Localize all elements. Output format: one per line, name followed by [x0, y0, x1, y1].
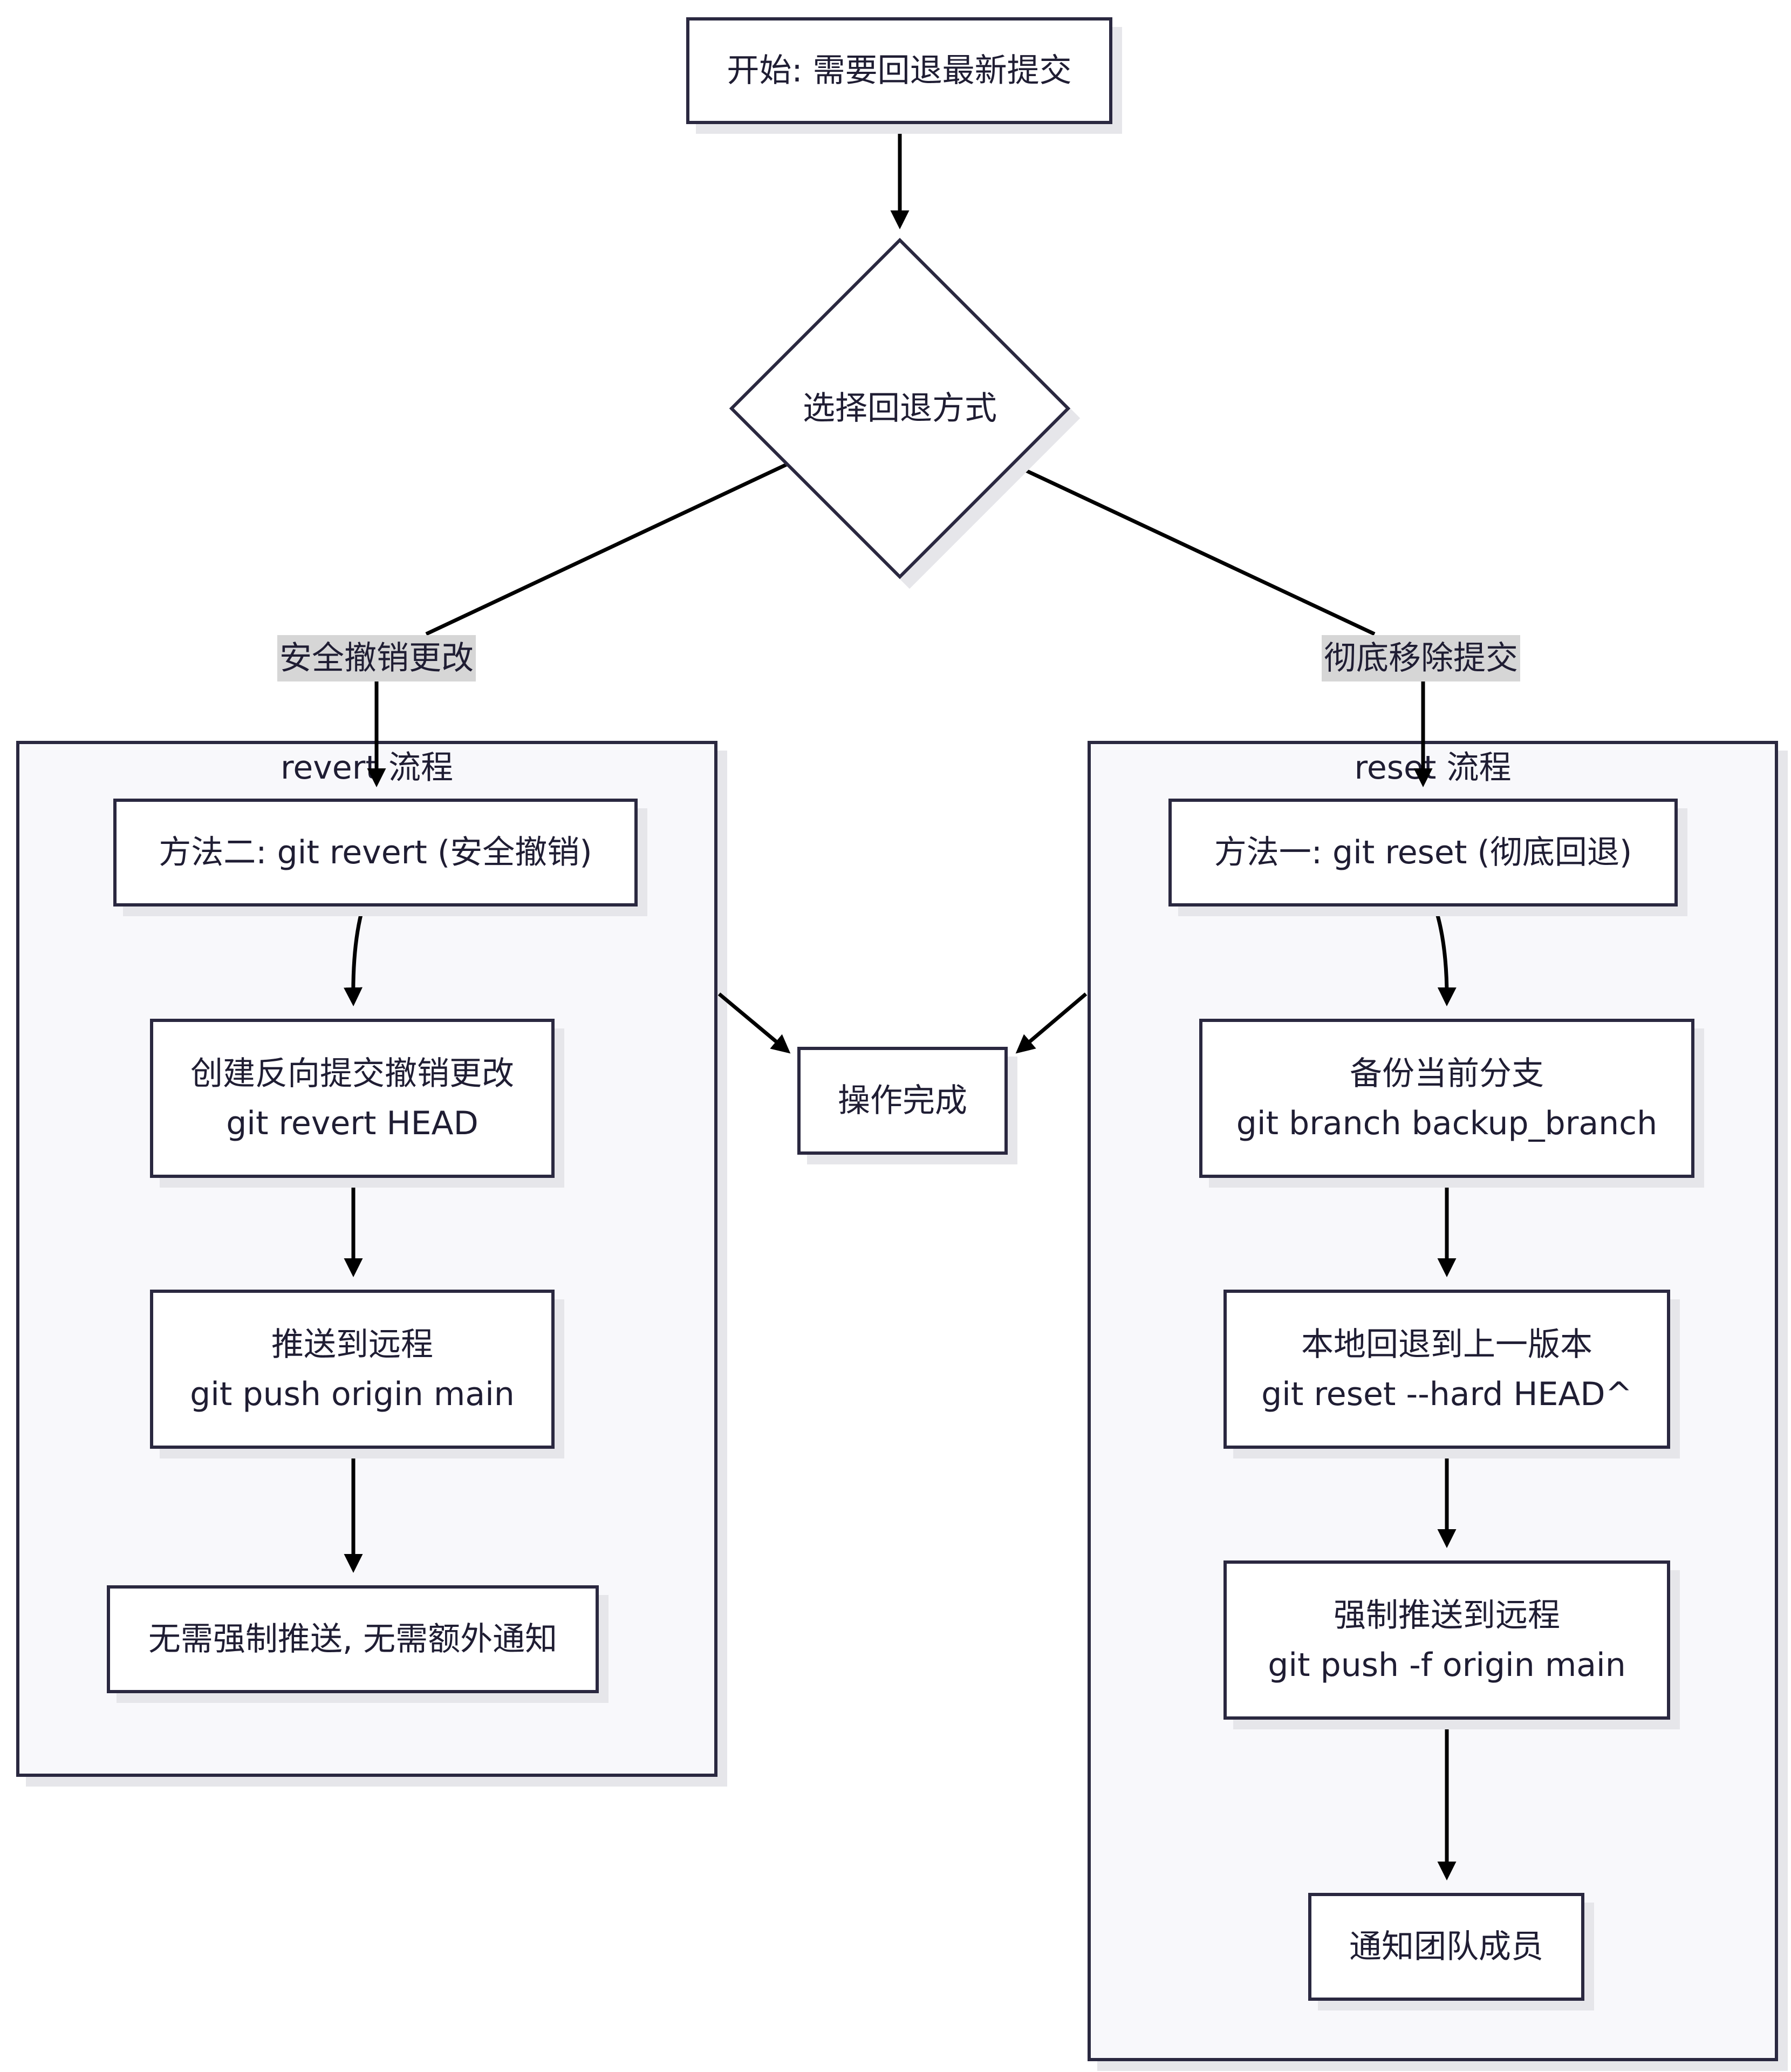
edge-revert-done [717, 992, 791, 1054]
revert-step-no-force: 无需强制推送, 无需额外通知 [107, 1585, 599, 1693]
reset-local-line2: git reset --hard HEAD^ [1261, 1375, 1632, 1413]
reset-local-line1: 本地回退到上一版本 [1301, 1325, 1592, 1364]
reset-method-label: 方法一: git reset (彻底回退) [1214, 834, 1632, 871]
revert-step-create: 创建反向提交撤销更改 git revert HEAD [150, 1019, 555, 1178]
reset-backup-line2: git branch backup_branch [1236, 1104, 1658, 1142]
reset-force-line1: 强制推送到远程 [1334, 1596, 1560, 1634]
reset-step-local: 本地回退到上一版本 git reset --hard HEAD^ [1223, 1290, 1670, 1449]
done-label: 操作完成 [838, 1082, 967, 1120]
revert-no-force-label: 无需强制推送, 无需额外通知 [148, 1620, 558, 1658]
decision-diamond [729, 237, 1071, 580]
revert-cluster-title: revert 流程 [281, 749, 453, 787]
reset-force-line2: git push -f origin main [1268, 1646, 1626, 1684]
edge-decision-left [425, 462, 789, 636]
edge-decision-right [1011, 462, 1376, 636]
reset-notify-label: 通知团队成员 [1349, 1928, 1543, 1966]
done-node: 操作完成 [797, 1047, 1008, 1155]
reset-cluster-title: reset 流程 [1354, 749, 1512, 787]
revert-step-method: 方法二: git revert (安全撤销) [113, 799, 638, 906]
start-label: 开始: 需要回退最新提交 [727, 52, 1072, 90]
start-node: 开始: 需要回退最新提交 [686, 17, 1112, 124]
reset-step-method: 方法一: git reset (彻底回退) [1168, 799, 1678, 906]
revert-push-line2: git push origin main [190, 1375, 515, 1413]
reset-step-force-push: 强制推送到远程 git push -f origin main [1223, 1560, 1670, 1720]
decision-label: 选择回退方式 [803, 390, 997, 427]
reset-step-notify: 通知团队成员 [1308, 1893, 1584, 2001]
reset-backup-line1: 备份当前分支 [1350, 1054, 1544, 1093]
revert-create-line2: git revert HEAD [226, 1104, 478, 1142]
revert-push-line1: 推送到远程 [271, 1325, 433, 1364]
revert-create-line1: 创建反向提交撤销更改 [190, 1054, 514, 1093]
edge-reset-done [1015, 992, 1088, 1054]
edge-reset-1-2 [1433, 905, 1457, 1006]
edge-label-remove-commit: 彻底移除提交 [1322, 635, 1520, 681]
revert-method-label: 方法二: git revert (安全撤销) [159, 834, 592, 871]
edge-label-safe-revert: 安全撤销更改 [277, 635, 476, 681]
revert-step-push: 推送到远程 git push origin main [150, 1290, 555, 1449]
reset-step-backup: 备份当前分支 git branch backup_branch [1199, 1019, 1694, 1178]
edge-revert-1-2 [343, 906, 365, 1006]
